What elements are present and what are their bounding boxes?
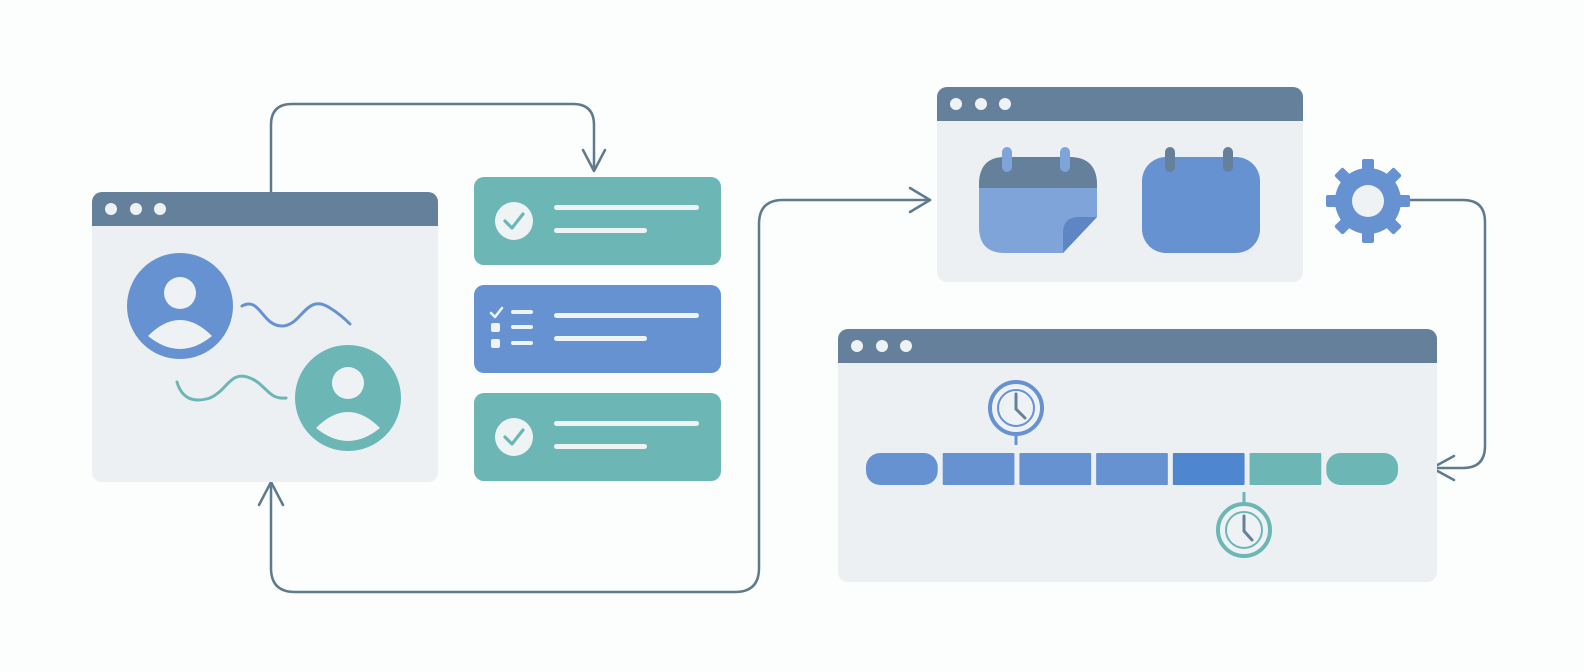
timeline-segment[interactable] xyxy=(866,453,938,485)
calendar-window xyxy=(937,87,1303,282)
calendar-page-icon[interactable] xyxy=(977,145,1099,257)
check-circle-icon xyxy=(495,418,533,456)
timeline-window xyxy=(838,329,1437,582)
message-squiggle xyxy=(175,374,288,402)
text-line xyxy=(554,421,699,426)
window-dot[interactable] xyxy=(105,203,117,215)
checklist-icon xyxy=(489,306,533,348)
connector-gear-to-timeline xyxy=(1398,198,1487,470)
timeline-illustration xyxy=(866,380,1398,558)
window-dot[interactable] xyxy=(154,203,166,215)
text-line xyxy=(554,205,699,210)
timeline-segment[interactable] xyxy=(1096,453,1168,485)
gear-icon[interactable] xyxy=(1325,158,1411,244)
window-dot[interactable] xyxy=(876,340,888,352)
clock-icon[interactable] xyxy=(988,380,1044,445)
text-line xyxy=(554,336,647,341)
timeline-segment[interactable] xyxy=(1249,453,1322,485)
window-dot[interactable] xyxy=(130,203,142,215)
window-dot[interactable] xyxy=(851,340,863,352)
task-card[interactable] xyxy=(474,393,721,481)
timeline-segment[interactable] xyxy=(1326,453,1398,485)
user-avatar-icon[interactable] xyxy=(127,253,233,359)
window-titlebar xyxy=(92,192,438,226)
window-dot[interactable] xyxy=(975,98,987,110)
arrowhead-right xyxy=(908,186,932,214)
connector-loop xyxy=(269,198,932,594)
window-titlebar xyxy=(937,87,1303,121)
window-dot[interactable] xyxy=(950,98,962,110)
chat-window xyxy=(92,192,438,482)
timeline-segment[interactable] xyxy=(1172,453,1245,485)
text-line xyxy=(554,228,647,233)
arrowhead-up xyxy=(257,480,285,507)
task-card[interactable] xyxy=(474,285,721,373)
clock-icon[interactable] xyxy=(1216,492,1272,558)
window-titlebar xyxy=(838,329,1437,363)
task-card[interactable] xyxy=(474,177,721,265)
timeline-segment[interactable] xyxy=(1019,453,1092,485)
connector-chat-to-tasks xyxy=(269,102,596,194)
window-dot[interactable] xyxy=(999,98,1011,110)
user-avatar-icon[interactable] xyxy=(295,345,401,451)
chat-illustration xyxy=(127,253,401,451)
message-squiggle xyxy=(240,302,352,328)
window-dot[interactable] xyxy=(900,340,912,352)
calendar-icon[interactable] xyxy=(1140,145,1262,257)
timeline-segment[interactable] xyxy=(942,453,1015,485)
arrowhead-down xyxy=(581,148,607,173)
timeline-bar xyxy=(866,453,1398,485)
check-circle-icon xyxy=(495,202,533,240)
text-line xyxy=(554,444,647,449)
text-line xyxy=(554,313,699,318)
